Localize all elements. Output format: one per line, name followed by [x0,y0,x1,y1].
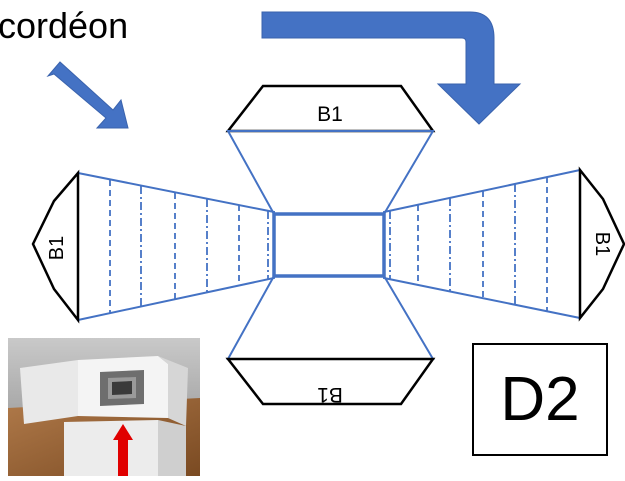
page-code-box: D2 [472,343,608,456]
model-photo [8,338,200,476]
top-flap-label: B1 [317,103,343,126]
red-up-arrow-icon [113,424,133,476]
title-text: cordéon [0,5,128,46]
photo-illustration [8,338,200,476]
top-panel [226,130,435,215]
bottom-panel [226,275,435,360]
left-bellows [77,171,275,322]
page-code: D2 [500,364,580,434]
center-window [272,212,386,278]
arrow-down-right-icon [46,61,129,129]
right-flap-label: B1 [591,232,613,256]
left-flap: B1 [31,169,80,324]
bottom-flap-label: B1 [317,383,343,406]
bottom-flap: B1 [225,357,436,406]
right-bellows [383,168,581,320]
right-flap: B1 [578,166,625,322]
top-flap: B1 [225,84,436,133]
left-flap-label: B1 [46,236,68,260]
arrow-curved-down-icon [261,11,522,125]
